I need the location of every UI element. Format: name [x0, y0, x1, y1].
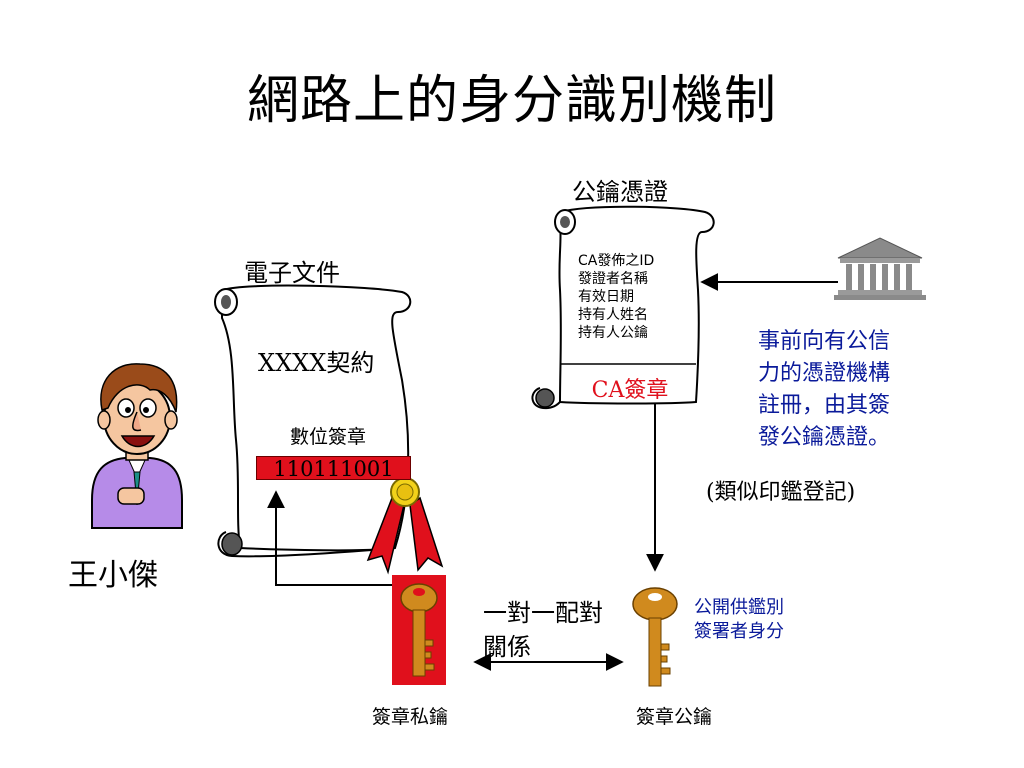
person-name: 王小傑: [68, 558, 158, 593]
authority-description-line: 發公鑰憑證。: [758, 425, 891, 450]
certificate-label: 公鑰憑證: [572, 178, 668, 206]
certificate-field: 發證者名稱: [578, 271, 648, 287]
authority-analogy: (類似印鑑登記): [706, 480, 856, 505]
digital-signature-bits: 110111001: [256, 456, 411, 481]
public-key-label: 簽章公鑰: [636, 706, 713, 728]
ca-signature-label: CA簽章: [591, 378, 669, 403]
key-pair-relation: 一對一配對 關係: [483, 596, 603, 664]
public-key-usage-line: 公開供鑑別: [694, 597, 784, 618]
certificate-field: 有效日期: [578, 289, 634, 305]
certificate-fields: CA發佈之ID 發證者名稱 有效日期 持有人姓名 持有人公鑰: [578, 252, 654, 342]
arrow-private-key-to-signature: [267, 490, 392, 586]
ribbon-seal-icon: [366, 477, 444, 575]
authority-description-line: 事前向有公信: [758, 329, 891, 354]
slide-title: 網路上的身分識別機制: [246, 71, 777, 131]
public-key-usage-line: 簽署者身分: [694, 621, 784, 642]
private-key-icon: [392, 575, 446, 685]
signature-label: 數位簽章: [290, 426, 367, 448]
certificate-scroll-icon: [531, 205, 715, 410]
certificate-field: 持有人姓名: [578, 307, 648, 323]
private-key-label: 簽章私鑰: [372, 706, 449, 728]
certificate-authority-building-icon: [834, 237, 926, 300]
authority-description-line: 註冊，由其簽: [758, 393, 891, 418]
authority-description-line: 力的憑證機構: [758, 361, 891, 386]
person-cartoon-icon: [91, 363, 183, 529]
public-key-usage: 公開供鑑別 簽署者身分: [694, 596, 784, 644]
document-scroll-icon: [214, 284, 412, 558]
certificate-field: 持有人公鑰: [578, 325, 648, 341]
document-label: 電子文件: [244, 259, 340, 287]
contract-name: XXXX契約: [258, 349, 375, 377]
certificate-field: CA發佈之ID: [578, 253, 655, 269]
public-key-icon: [632, 587, 678, 687]
key-pair-relation-line: 關係: [483, 633, 531, 661]
key-pair-relation-line: 一對一配對: [483, 599, 603, 627]
authority-description: 事前向有公信 力的憑證機構 註冊，由其簽 發公鑰憑證。: [758, 326, 890, 454]
